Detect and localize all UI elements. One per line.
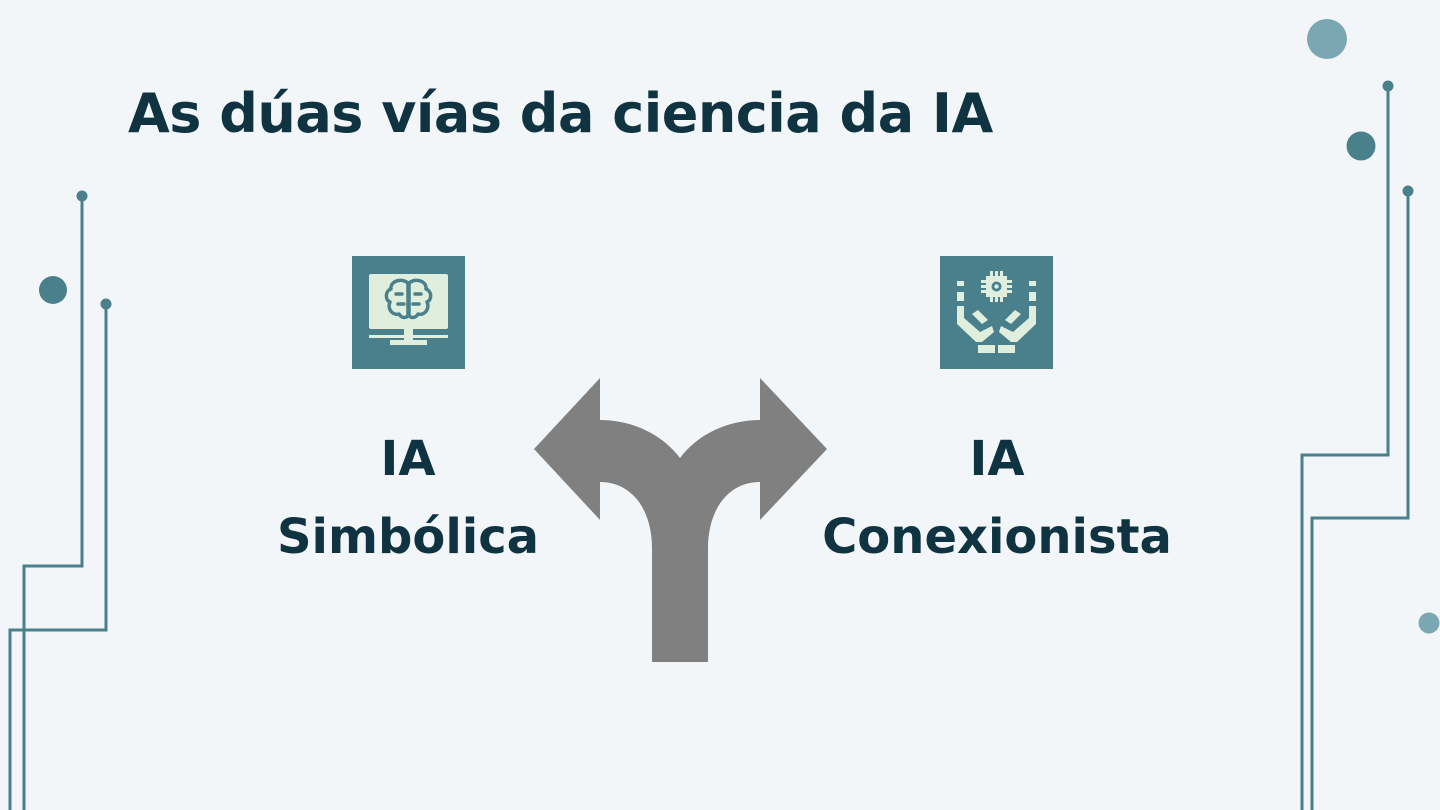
fork-arrow-icon	[534, 378, 827, 662]
circuit-node	[76, 190, 88, 202]
label-ia-simbolica: IA Simbólica	[258, 420, 558, 576]
circuit-dot	[1346, 131, 1376, 161]
circuit-dot	[39, 276, 67, 304]
circuit-node	[1382, 80, 1394, 92]
label-line-2: Conexionista	[822, 509, 1172, 565]
circuit-line-left-2	[8, 304, 108, 810]
circuit-dot	[1307, 19, 1347, 59]
label-ia-conexionista: IA Conexionista	[796, 420, 1198, 576]
circuit-dot	[1418, 612, 1440, 634]
label-line-2: Simbólica	[276, 509, 540, 565]
brain-monitor-icon	[352, 256, 465, 369]
label-line-1: IA	[969, 431, 1025, 487]
circuit-node	[100, 298, 112, 310]
circuit-line-left-1	[22, 196, 84, 810]
hands-chip-icon	[940, 256, 1053, 369]
circuit-node	[1402, 185, 1414, 197]
circuit-line-right-2	[1310, 191, 1410, 810]
circuit-line-right-1	[1300, 86, 1390, 810]
slide-title: As dúas vías da ciencia da IA	[128, 82, 993, 145]
label-line-1: IA	[380, 431, 436, 487]
